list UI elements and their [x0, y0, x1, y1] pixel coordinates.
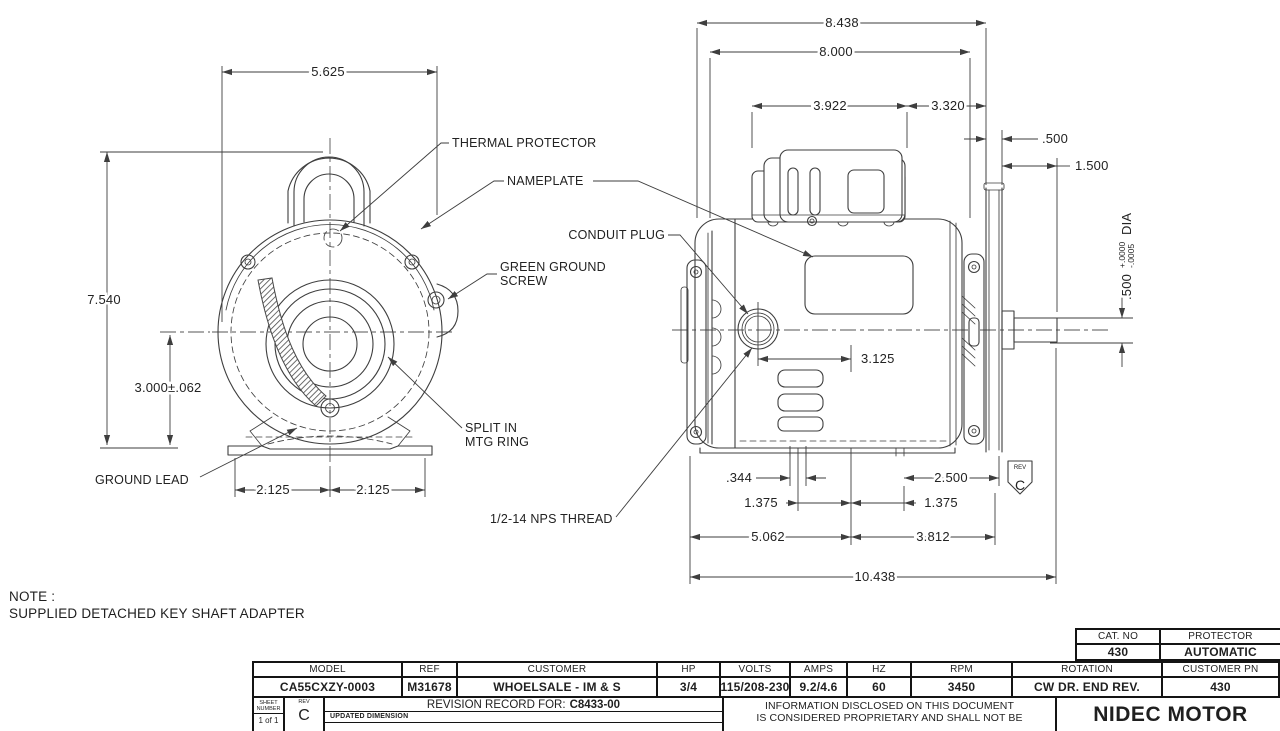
spec-table: MODEL REF CUSTOMER HP VOLTS AMPS HZ RPM … — [252, 661, 1280, 698]
spec-header-ref: REF — [403, 663, 456, 676]
dim-front-center-height: 3.000±.062 — [135, 380, 202, 395]
side-view-callouts: CONDUIT PLUG 1/2-14 NPS THREAD — [488, 226, 753, 528]
rev-flag-value: C — [1015, 477, 1025, 493]
rev-label: REV — [298, 699, 310, 705]
drawing-note: NOTE : SUPPLIED DETACHED KEY SHAFT ADAPT… — [9, 588, 305, 622]
front-view-geometry — [160, 138, 459, 472]
sheet-label-2: NUMBER — [256, 706, 281, 712]
sheet-number-cell: SHEET NUMBER 1 of 1 — [254, 698, 285, 731]
spec-value-customer-pn: 430 — [1163, 678, 1278, 696]
rev-flag-label: REV — [1014, 465, 1026, 471]
dim-box-to-end: 3.320 — [931, 98, 965, 113]
cat-protector-table: CAT. NO PROTECTOR 430 AUTOMATIC — [1075, 628, 1280, 665]
company-name: NIDEC MOTOR — [1093, 703, 1248, 726]
side-view-geometry — [672, 149, 1108, 457]
dim-shaft-diameter: .500 +.0000 -.0005 DIA — [1117, 210, 1137, 302]
dim-foot-left: 2.125 — [256, 482, 290, 497]
front-view-dimensions: 5.625 7.540 3.000±.062 2.125 2.125 — [85, 62, 438, 500]
label-ground-lead: GROUND LEAD — [95, 473, 189, 487]
sheet-label-1: SHEET — [259, 700, 278, 706]
spec-value-hz: 60 — [848, 678, 910, 696]
spec-header-hz: HZ — [848, 663, 910, 676]
cat-no-value: 430 — [1077, 645, 1159, 659]
dim-overall-length: 10.438 — [855, 569, 896, 584]
dim-shaft-dia-tol-minus: -.0005 — [1126, 244, 1136, 268]
dim-box-width: 3.922 — [813, 98, 847, 113]
spec-header-rpm: RPM — [912, 663, 1011, 676]
rev-cell: REV C — [285, 698, 325, 731]
label-green-ground-screw-2: SCREW — [500, 274, 548, 288]
disclaimer-line2: IS CONSIDERED PROPRIETARY AND SHALL NOT … — [756, 712, 1023, 724]
spec-value-rpm: 3450 — [912, 678, 1011, 696]
revision-record-title: REVISION RECORD FOR: — [426, 699, 566, 711]
revision-record-cell: REVISION RECORD FOR:C8433-00 UPDATED DIM… — [325, 698, 724, 731]
dim-shaft-dia-tol-plus: +.0000 — [1117, 241, 1127, 268]
dim-foot-right: 2.125 — [356, 482, 390, 497]
revision-record-number: C8433-00 — [569, 699, 621, 711]
spec-value-volts: 115/208-230 — [721, 678, 789, 696]
dim-shaft-dia-suffix: DIA — [1119, 213, 1134, 235]
spec-header-hp: HP — [658, 663, 719, 676]
revision-record-entry: UPDATED DIMENSION — [325, 712, 722, 723]
dim-side-overall: 8.438 — [825, 15, 859, 30]
spec-header-volts: VOLTS — [721, 663, 789, 676]
dim-shaft-length: 1.500 — [1075, 158, 1109, 173]
note-title: NOTE : — [9, 589, 56, 604]
spec-header-model: MODEL — [254, 663, 401, 676]
label-split-ring-2: MTG RING — [465, 435, 529, 449]
company-cell: NIDEC MOTOR — [1057, 698, 1280, 731]
label-nameplate: NAMEPLATE — [507, 174, 584, 188]
spec-value-amps: 9.2/4.6 — [791, 678, 846, 696]
dim-base-left: 5.062 — [751, 529, 785, 544]
dim-slot-width: .344 — [726, 470, 752, 485]
dim-base-right: 3.812 — [916, 529, 950, 544]
spec-value-customer: WHOELSALE - IM & S — [458, 678, 656, 696]
label-thermal-protector: THERMAL PROTECTOR — [452, 136, 596, 150]
protector-value: AUTOMATIC — [1161, 645, 1280, 659]
disclaimer-cell: INFORMATION DISCLOSED ON THIS DOCUMENT I… — [724, 698, 1057, 731]
note-body: SUPPLIED DETACHED KEY SHAFT ADAPTER — [9, 606, 305, 621]
title-block-bottom: SHEET NUMBER 1 of 1 REV C REVISION RECOR… — [252, 698, 1280, 731]
dim-foot-l1: 1.375 — [744, 495, 778, 510]
label-split-ring-1: SPLIT IN — [465, 421, 517, 435]
label-nps-thread: 1/2-14 NPS THREAD — [490, 512, 613, 526]
side-view-dimensions: 8.438 8.000 3.922 3.320 .500 1.500 .500 … — [689, 13, 1137, 587]
sheet-value: 1 of 1 — [258, 716, 279, 725]
label-conduit-plug: CONDUIT PLUG — [568, 228, 665, 242]
spec-header-customer: CUSTOMER — [458, 663, 656, 676]
dim-foot-to-plate: 2.500 — [934, 470, 968, 485]
dim-front-width: 5.625 — [311, 64, 345, 79]
dim-plug-offset: 3.125 — [861, 351, 895, 366]
protector-header: PROTECTOR — [1161, 630, 1280, 643]
disclaimer-line1: INFORMATION DISCLOSED ON THIS DOCUMENT — [764, 700, 1014, 712]
front-view-callouts: THERMAL PROTECTOR NAMEPLATE GREEN GROUND… — [93, 134, 814, 489]
dim-plate-thickness: .500 — [1042, 131, 1068, 146]
spec-value-model: CA55CXZY-0003 — [254, 678, 401, 696]
label-green-ground-screw-1: GREEN GROUND — [500, 260, 606, 274]
spec-header-amps: AMPS — [791, 663, 846, 676]
spec-header-customer-pn: CUSTOMER PN — [1163, 663, 1278, 676]
dim-foot-l2: 1.375 — [924, 495, 958, 510]
spec-header-rotation: ROTATION — [1013, 663, 1161, 676]
dim-shaft-dia-value: .500 — [1119, 274, 1134, 300]
rev-value: C — [298, 707, 310, 724]
cat-no-header: CAT. NO — [1077, 630, 1159, 643]
dim-side-body: 8.000 — [819, 44, 853, 59]
spec-value-hp: 3/4 — [658, 678, 719, 696]
dim-front-height: 7.540 — [87, 292, 121, 307]
spec-value-ref: M31678 — [403, 678, 456, 696]
spec-value-rotation: CW DR. END REV. — [1013, 678, 1161, 696]
